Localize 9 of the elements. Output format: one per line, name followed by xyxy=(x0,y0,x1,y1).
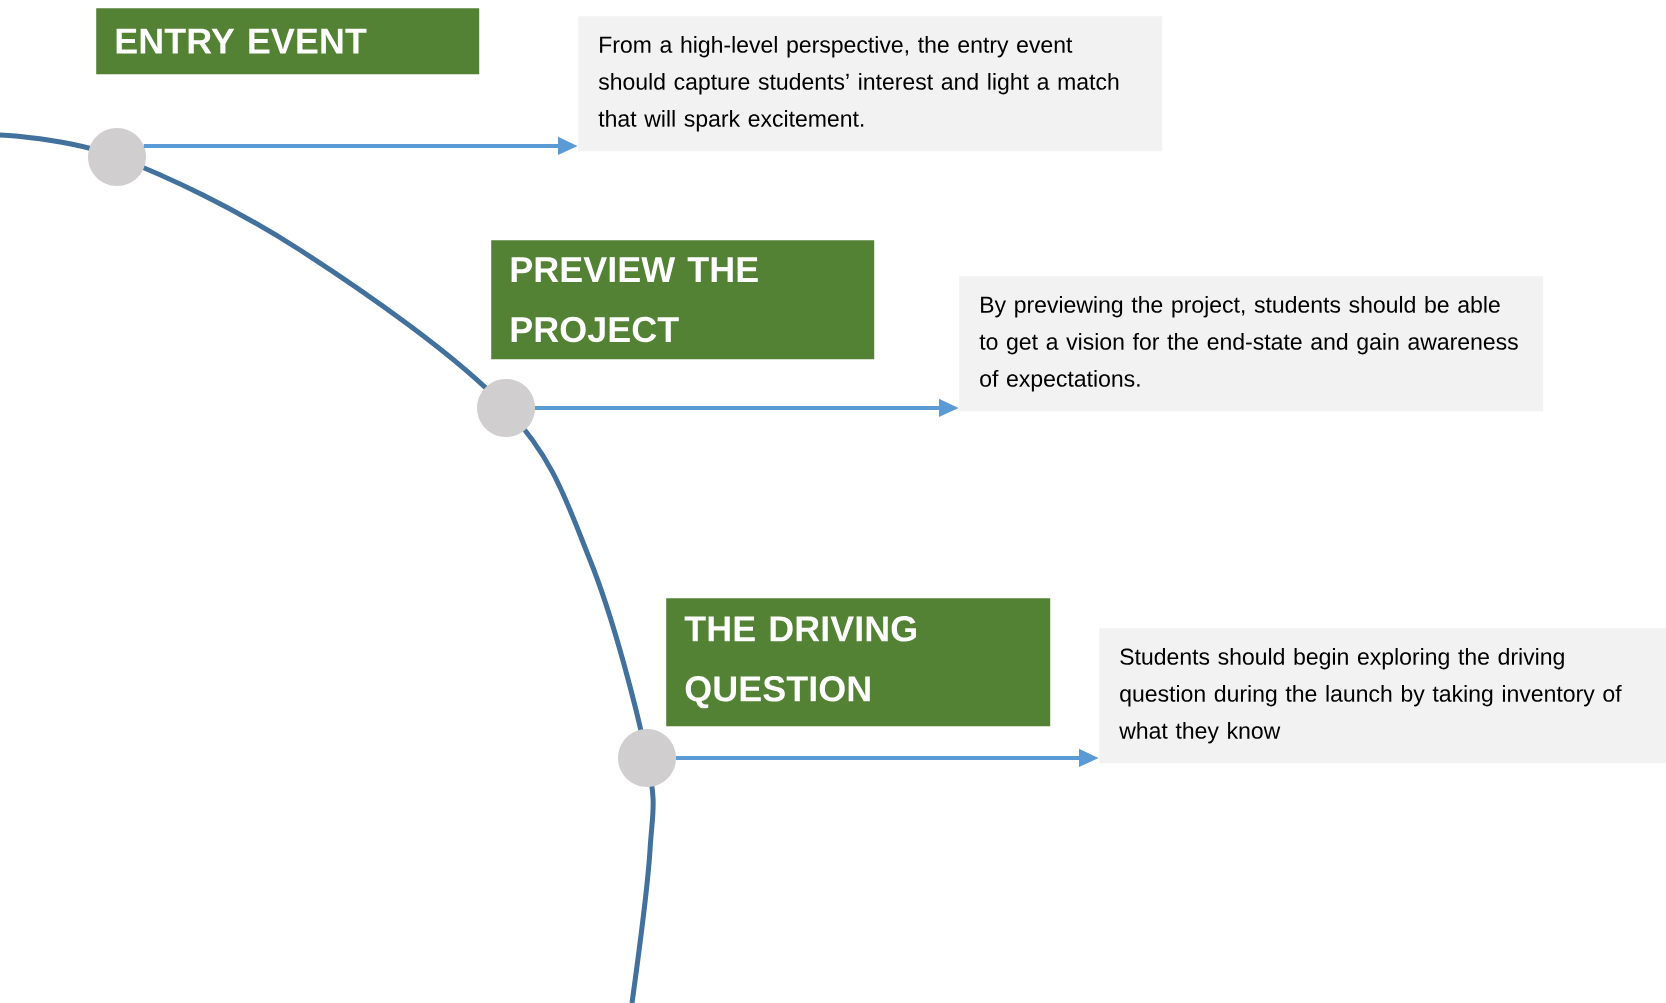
timeline-dot xyxy=(88,128,146,186)
description-box: Students should begin exploring the driving question during the launch by taking inventory of what they know xyxy=(1099,628,1666,764)
heading-box: ENTRY EVENT xyxy=(96,8,480,75)
heading-box: THE DRIVING QUESTION xyxy=(666,598,1051,727)
description-box: From a high-level perspective, the entry event should capture students’ interest and light a match that will spark excitement. xyxy=(578,16,1163,152)
description-box: By previewing the project, students should be able to get a vision for the end-state and gain awareness of expectations. xyxy=(959,276,1544,412)
timeline-dot xyxy=(477,379,535,437)
heading-box: PREVIEW THE PROJECT xyxy=(491,240,875,360)
timeline-dot xyxy=(618,729,676,787)
